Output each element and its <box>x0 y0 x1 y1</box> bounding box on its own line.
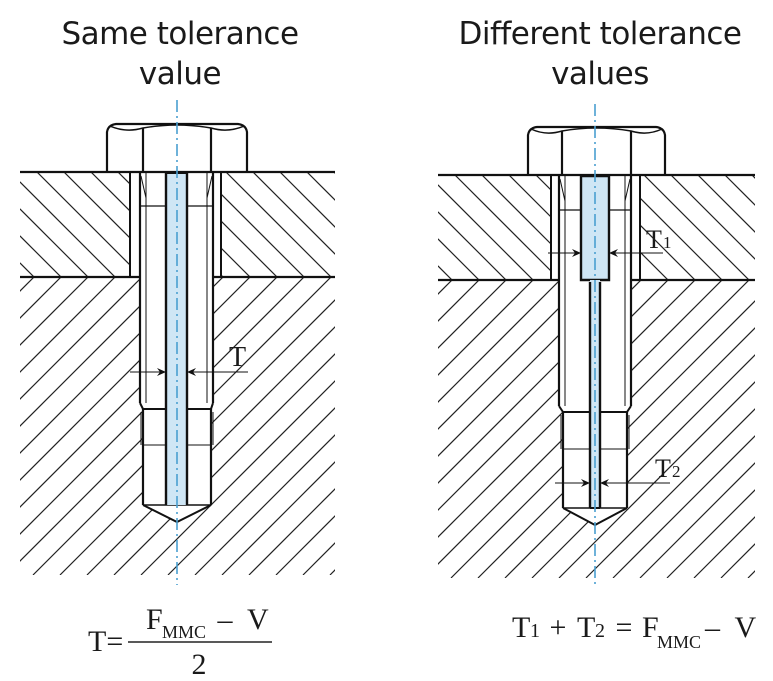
hatch-line <box>438 281 695 538</box>
hatch-line <box>302 542 335 575</box>
rf-f-sub: MMC <box>657 632 701 652</box>
hatch-line <box>585 408 755 578</box>
hatch-line <box>20 235 61 276</box>
hatch-line <box>0 277 7 575</box>
left-tolerance-zone <box>166 172 187 505</box>
hatch-line <box>438 281 506 349</box>
hatch-line <box>20 278 142 400</box>
hatch-line <box>438 265 452 279</box>
hatch-line <box>438 281 560 403</box>
hatch-line <box>558 381 755 578</box>
t2-label: T <box>655 454 671 483</box>
hatch-line <box>20 278 61 319</box>
t1-label-sub: 1 <box>663 233 672 252</box>
hatch-line <box>20 278 88 346</box>
hatch-line <box>747 570 755 578</box>
hatch-line <box>140 380 335 575</box>
hatch-line <box>20 262 34 276</box>
hatch-line <box>20 278 115 373</box>
formula-lhs: T= <box>88 625 123 658</box>
left-dim-label: T <box>229 342 246 373</box>
t2-label-sub: 2 <box>672 462 681 481</box>
hatch-line <box>20 278 169 427</box>
hatch-line <box>334 173 335 174</box>
hatch-line <box>438 211 506 279</box>
hatch-line <box>37 173 142 276</box>
left-figure-title: Same tolerance value <box>20 14 340 94</box>
right-dimension-T2: T 2 <box>555 454 681 487</box>
left-figure: T T= F MMC – V 2 <box>0 100 335 681</box>
left-formula: T= F MMC – V 2 <box>88 603 272 681</box>
right-top-plate-hatch <box>320 175 755 280</box>
left-dimension-T: T <box>130 342 248 376</box>
formula-num-rest: – V <box>210 603 269 636</box>
hatch-line <box>531 354 755 578</box>
hatch-line <box>307 173 335 201</box>
hatch-line <box>671 176 755 260</box>
right-formula: T 1 + T 2 = F MMC – V <box>512 611 756 652</box>
right-zone-upper-outline <box>579 174 611 282</box>
rf-t2-sub: 2 <box>595 620 605 642</box>
hatch-line <box>698 176 755 233</box>
rf-t1-sub: 1 <box>530 620 540 642</box>
hatch-line <box>639 462 755 578</box>
hatch-line <box>167 407 335 575</box>
left-title-line2: value <box>138 56 222 92</box>
hatch-line <box>752 176 755 179</box>
hatch-line <box>455 176 560 279</box>
rf-t1: T <box>512 611 530 644</box>
hatch-line <box>253 173 335 255</box>
right-title-line1: Different tolerance <box>458 16 743 52</box>
hatch-line <box>612 435 755 578</box>
formula-num-f: F <box>146 603 163 636</box>
left-title-line1: Same tolerance <box>61 16 299 52</box>
hatch-line <box>86 326 335 575</box>
rf-plus: + <box>542 611 574 644</box>
hatch-line <box>0 172 7 277</box>
right-title-line2: values <box>551 56 649 92</box>
hatch-line <box>720 543 755 578</box>
hatch-line <box>113 353 335 575</box>
hatch-line <box>693 516 755 578</box>
hatch-line <box>20 208 88 276</box>
hatch-line <box>644 176 749 279</box>
rf-rest: – V <box>704 611 756 644</box>
t1-label: T <box>646 225 662 254</box>
right-bolt-head <box>526 125 667 175</box>
hatch-line <box>221 461 335 575</box>
left-bottom-plate-hatch <box>0 277 335 575</box>
hatch-line <box>438 184 533 279</box>
hatch-line <box>438 281 533 376</box>
hatch-line <box>438 238 479 279</box>
hatch-line <box>275 515 335 575</box>
hatch-line <box>438 281 479 322</box>
formula-denominator: 2 <box>192 648 207 681</box>
hatch-line <box>20 278 34 292</box>
hatch-line <box>20 181 115 276</box>
hatch-line <box>194 434 335 575</box>
right-dimension-T1: T 1 <box>548 225 672 257</box>
hatch-line <box>666 489 755 578</box>
hatch-line <box>226 173 331 276</box>
hatch-line <box>725 176 755 206</box>
formula-num-sub: MMC <box>162 622 206 642</box>
hatch-line <box>20 278 277 535</box>
hatch-line <box>248 488 335 575</box>
hatch-line <box>504 327 755 578</box>
hatch-line <box>438 281 587 430</box>
right-figure-title: Different tolerance values <box>430 14 770 94</box>
hatch-line <box>280 173 335 228</box>
rf-f: F <box>642 611 659 644</box>
hatch-line <box>320 175 425 280</box>
rf-t2: T <box>577 611 595 644</box>
rf-equals: = <box>608 611 640 644</box>
left-top-plate-hatch <box>0 172 335 277</box>
right-figure: T 1 T 2 T 1 + T 2 = F MMC – V <box>320 104 756 652</box>
